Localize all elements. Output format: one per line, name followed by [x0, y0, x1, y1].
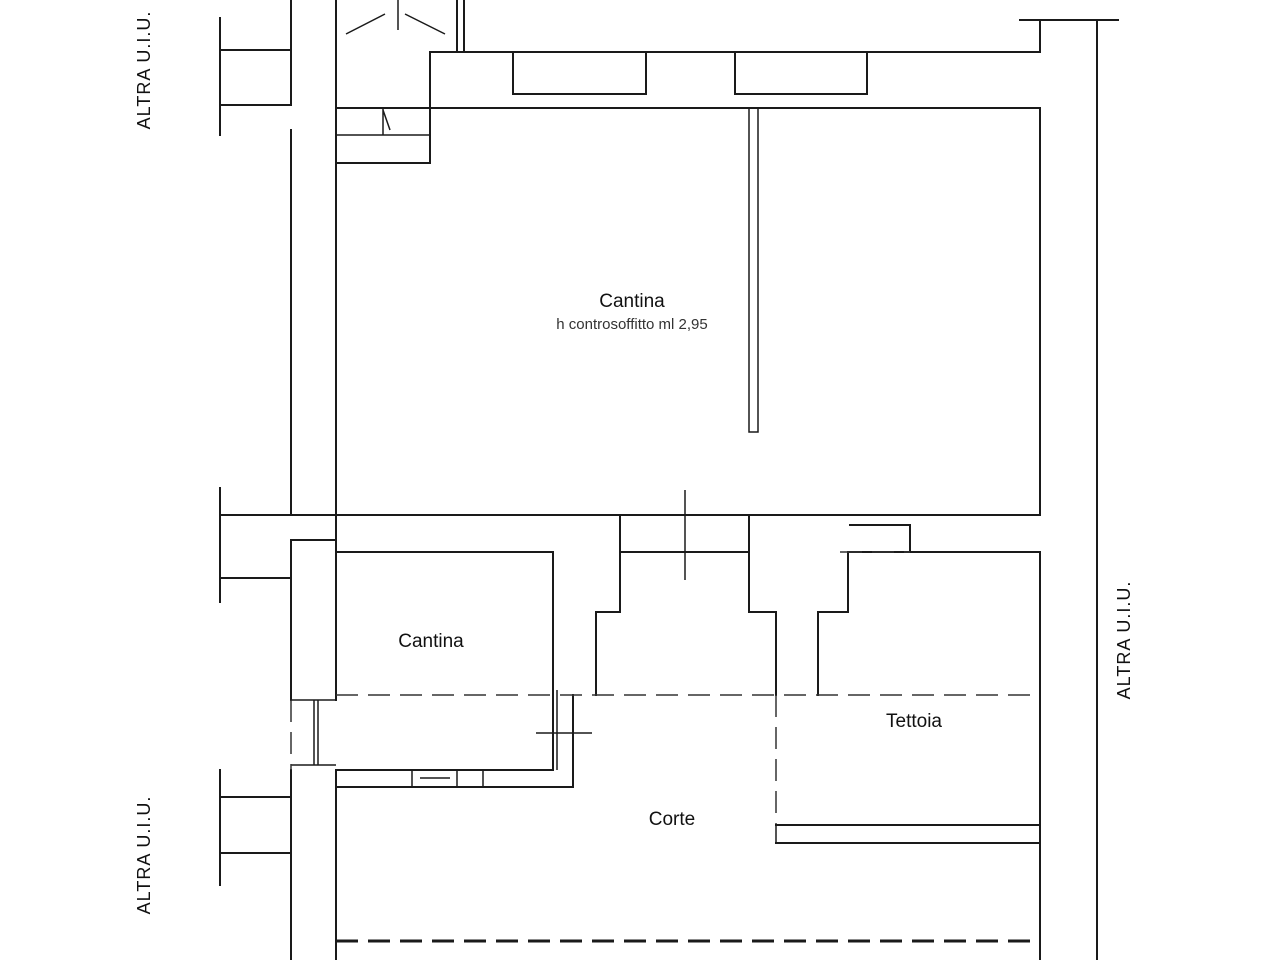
main-cantina-walls	[335, 107, 1041, 516]
right-outer-wall	[1039, 19, 1098, 960]
neighbor-label-left-top: ALTRA U.I.U.	[134, 11, 154, 130]
room-label-cantina-main: Cantina	[599, 291, 665, 312]
room-label-tettoia: Tettoia	[886, 711, 942, 732]
room-note-ceiling-height: h controsoffitto ml 2,95	[556, 316, 707, 333]
left-door	[290, 699, 336, 770]
middle-passage	[595, 490, 1041, 696]
room-label-cantina-small: Cantina	[398, 631, 464, 652]
small-cantina-walls	[335, 551, 592, 788]
tettoia-lines	[336, 694, 1041, 844]
top-walls	[335, 0, 1119, 164]
neighbor-label-left-bottom: ALTRA U.I.U.	[134, 796, 154, 915]
room-label-corte: Corte	[649, 809, 695, 830]
neighbor-label-right: ALTRA U.I.U.	[1114, 581, 1134, 700]
left-outer-wall	[219, 0, 337, 960]
